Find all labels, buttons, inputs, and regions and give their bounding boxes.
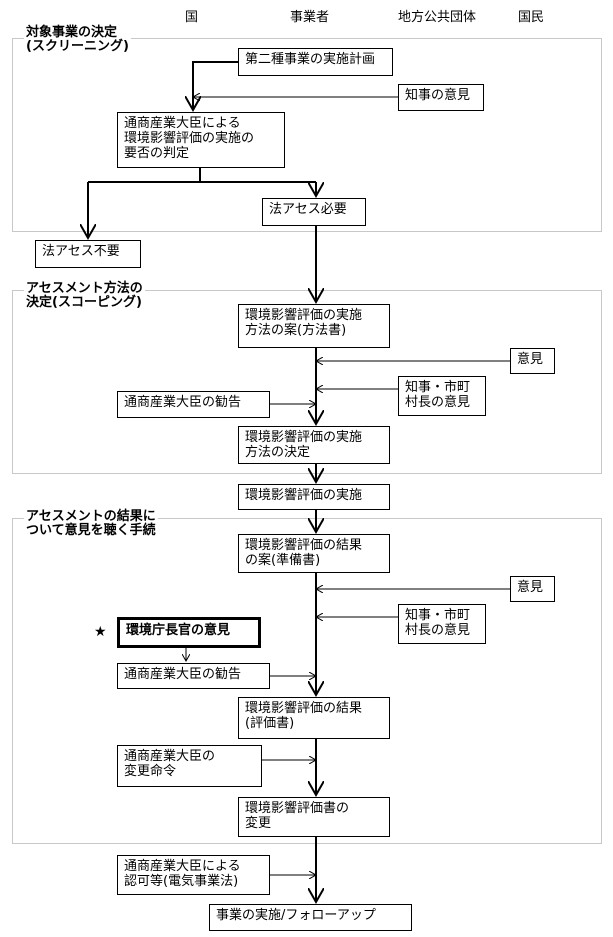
- column-citizen: 国民: [518, 10, 545, 25]
- box-citizen-opinion-2: 意見: [510, 576, 555, 602]
- column-business: 事業者: [290, 10, 330, 25]
- box-method-draft: 環境影響評価の実施 方法の案(方法書): [238, 304, 390, 348]
- box-implementation-plan: 第二種事業の実施計画: [238, 48, 393, 76]
- section-results-title: アセスメントの結果に ついて意見を聴く手続: [24, 509, 158, 538]
- section-screening-frame: [12, 38, 602, 232]
- box-minister-judgment: 通商産業大臣による 環境影響評価の実施の 要否の判定: [117, 112, 285, 168]
- box-implementation-followup: 事業の実施/フォローアップ: [209, 904, 412, 931]
- column-national: 国: [185, 10, 199, 25]
- section-scoping-frame: [12, 290, 602, 474]
- star-icon: ★: [94, 624, 107, 640]
- box-law-assessment-required: 法アセス必要: [262, 198, 366, 226]
- column-local: 地方公共団体: [398, 10, 477, 25]
- box-minister-advice-1: 通商産業大臣の勧告: [117, 391, 270, 418]
- box-result-draft: 環境影響評価の結果 の案(準備書): [238, 534, 390, 573]
- box-governor-opinion: 知事の意見: [398, 84, 484, 111]
- box-change-order: 通商産業大臣の 変更命令: [117, 745, 262, 787]
- box-citizen-opinion-1: 意見: [510, 348, 555, 374]
- box-local-opinion-2: 知事・市町 村長の意見: [398, 604, 486, 644]
- box-law-assessment-not-required: 法アセス不要: [35, 240, 141, 268]
- box-assessment-implementation: 環境影響評価の実施: [238, 484, 390, 510]
- section-scoping-title: アセスメント方法の 決定(スコーピング): [24, 281, 145, 310]
- box-minister-advice-2: 通商産業大臣の勧告: [117, 663, 270, 689]
- section-screening-title: 対象事業の決定 (スクリーニング): [24, 25, 131, 54]
- box-result-final: 環境影響評価の結果 (評価書): [238, 697, 390, 739]
- box-minister-permit: 通商産業大臣による 認可等(電気事業法): [117, 855, 270, 895]
- box-local-opinion-1: 知事・市町 村長の意見: [398, 376, 486, 416]
- section-results-frame: [12, 518, 602, 844]
- box-environment-agency-opinion: 環境庁長官の意見: [117, 617, 261, 648]
- box-method-decision: 環境影響評価の実施 方法の決定: [238, 426, 390, 464]
- box-statement-change: 環境影響評価書の 変更: [238, 797, 390, 837]
